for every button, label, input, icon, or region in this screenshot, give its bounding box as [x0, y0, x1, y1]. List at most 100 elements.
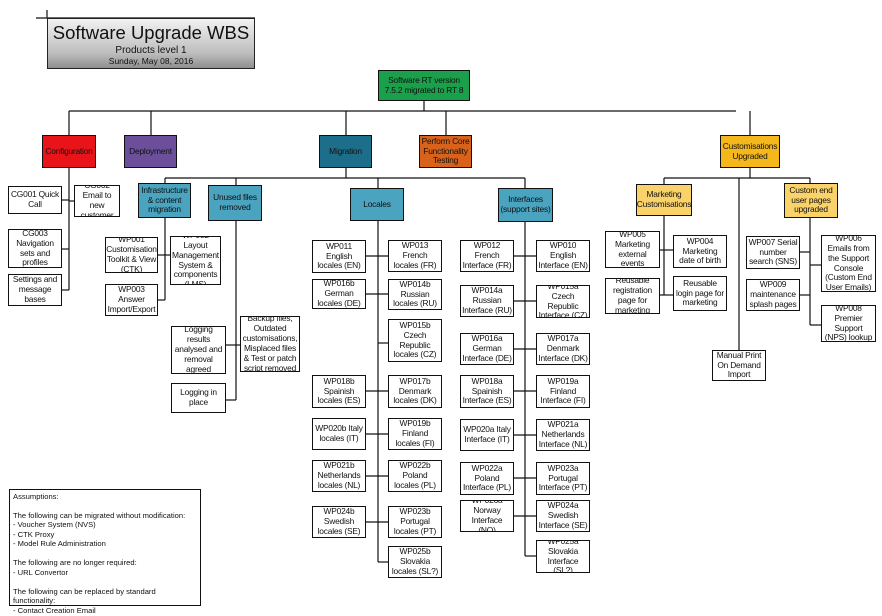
wbs-node-wp018a[interactable]: WP018a Spainish Interface (ES) — [460, 375, 514, 408]
wbs-node-label: Reusable registration page for marketing — [612, 278, 653, 314]
wbs-node-wp019b[interactable]: WP019b Finland locales (FI) — [388, 418, 442, 450]
wbs-node-cg001[interactable]: CG001 Quick Call — [8, 186, 62, 214]
wbs-node-wp019a[interactable]: WP019a Finland Interface (FI) — [536, 375, 590, 408]
wbs-node-label: CG002 Email to new customer — [80, 185, 114, 217]
title-block: Software Upgrade WBS Products level 1 Su… — [47, 18, 255, 69]
wbs-node-wp009[interactable]: WP009 maintenance splash pages — [746, 279, 800, 311]
wbs-node-wp004[interactable]: WP004 Marketing date of birth — [673, 235, 727, 268]
wbs-node-label: CG003 Navigation sets and profiles — [16, 229, 54, 268]
wbs-node-loginplace[interactable]: Logging in place — [171, 383, 226, 413]
wbs-node-label: WP019a Finland Interface (FI) — [540, 375, 586, 406]
wbs-node-wp001[interactable]: WP001 Customisation Toolkit & View (CTK) — [105, 237, 158, 273]
wbs-node-deployment[interactable]: Deployment — [124, 135, 177, 168]
wbs-node-label: WP009 maintenance splash pages — [749, 279, 797, 309]
wbs-node-logresults[interactable]: Logging results analysed and removal agr… — [171, 326, 226, 374]
wbs-node-wp021a[interactable]: WP021a Netherlands Interface (NL) — [536, 419, 590, 451]
wbs-node-label: Customisations Upgraded — [722, 140, 778, 161]
wbs-node-label: WP012 French Interface (FR) — [462, 240, 512, 270]
wbs-node-wp014a[interactable]: WP014a Russian Interface (RU) — [460, 285, 514, 317]
wbs-node-customend[interactable]: Custom end user pages upgraded — [784, 183, 838, 218]
wbs-node-label: Configuration — [45, 145, 93, 156]
wbs-node-reusereg[interactable]: Reusable registration page for marketing — [605, 278, 660, 314]
wbs-node-root[interactable]: Software RT version 7.5.2 migrated to RT… — [378, 70, 470, 101]
wbs-node-wp025a[interactable]: WP025a Slovakia Interface (SL?) — [536, 540, 590, 573]
wbs-node-wp021b[interactable]: WP021b Netherlands locales (NL) — [312, 460, 366, 492]
wbs-node-wp013[interactable]: WP013 French locales (FR) — [388, 240, 442, 272]
wbs-node-wp005[interactable]: WP005 Marketing external events — [605, 231, 660, 268]
wbs-node-wp016a[interactable]: WP016a German Interface (DE) — [460, 333, 514, 365]
wbs-node-wp011[interactable]: WP011 English locales (EN) — [312, 240, 366, 273]
wbs-node-wp015b[interactable]: WP015b Czech Republic locales (CZ) — [388, 319, 442, 362]
wbs-node-wp024a[interactable]: WP024a Swedish Interface (SE) — [536, 500, 590, 532]
wbs-node-wp023a[interactable]: WP023a Portugal Interface (PT) — [536, 462, 590, 495]
wbs-node-wp023b[interactable]: WP023b Portugal locales (PT) — [388, 506, 442, 538]
wbs-node-label: WP024a Swedish Interface (SE) — [538, 500, 588, 530]
wbs-node-cg003[interactable]: CG003 Navigation sets and profiles — [8, 229, 62, 268]
wbs-node-wp002[interactable]: WP002 Layout Management System & compone… — [170, 236, 221, 285]
wbs-node-locales[interactable]: Locales — [350, 188, 404, 221]
wbs-node-marketing[interactable]: Marketing Customisations — [636, 184, 692, 216]
wbs-node-wp017a[interactable]: WP017a Denmark Interface (DK) — [536, 333, 590, 365]
wbs-node-backup[interactable]: Backup files, Outdated customisations, M… — [240, 316, 300, 372]
wbs-node-wp016b[interactable]: WP016b German locales (DE) — [312, 279, 366, 309]
wbs-node-label: WP022b Poland locales (PL) — [394, 460, 436, 490]
wbs-node-label: WP016b German locales (DE) — [317, 279, 361, 308]
wbs-node-label: WP025a Slovakia Interface (SL?) — [547, 540, 579, 573]
wbs-node-label: WP024b Swedish locales (SE) — [317, 506, 361, 536]
wbs-node-wp022a[interactable]: WP022a Poland Interface (PL) — [460, 462, 514, 495]
wbs-node-label: Custom end user pages upgraded — [789, 184, 833, 215]
wbs-node-wp024b[interactable]: WP024b Swedish locales (SE) — [312, 506, 366, 538]
wbs-node-label: Software RT version 7.5.2 migrated to RT… — [384, 74, 464, 95]
wbs-node-customisations[interactable]: Customisations Upgraded — [720, 135, 780, 168]
diagram-title: Software Upgrade WBS — [52, 22, 250, 43]
wbs-node-wp003[interactable]: WP003 Answer Import/Export — [105, 284, 158, 316]
wbs-node-label: WP014b Russian locales (RU) — [393, 279, 437, 309]
wbs-node-testing[interactable]: Perform Core Functionality Testing — [419, 135, 472, 168]
wbs-node-reuselogin[interactable]: Reusable login page for marketing — [673, 276, 727, 311]
wbs-node-label: WP017b Denmark locales (DK) — [393, 375, 437, 406]
wbs-node-wp018b[interactable]: WP018b Spainish locales (ES) — [312, 375, 366, 408]
wbs-node-label: WP021b Netherlands locales (NL) — [317, 460, 361, 490]
wbs-node-cg002[interactable]: CG002 Email to new customer — [74, 185, 120, 217]
wbs-node-wp014b[interactable]: WP014b Russian locales (RU) — [388, 279, 442, 310]
wbs-node-migration[interactable]: Migration — [319, 135, 372, 168]
wbs-node-wp006[interactable]: WP006 Emails from the Support Console (C… — [821, 235, 876, 292]
wbs-node-label: Reusable login page for marketing — [676, 277, 724, 308]
wbs-node-wp020b[interactable]: WP020b Italy locales (IT) — [312, 418, 366, 450]
wbs-node-wp012[interactable]: WP012 French Interface (FR) — [460, 240, 514, 272]
wbs-node-unused[interactable]: Unused files removed — [208, 185, 262, 221]
wbs-node-label: WP023a Portugal Interface (PT) — [538, 462, 588, 493]
wbs-node-label: Interfaces (support sites) — [500, 194, 551, 214]
wbs-node-wp007[interactable]: WP007 Serial number search (SNS) — [746, 236, 800, 269]
wbs-node-label: WP003 Answer Import/Export — [107, 284, 156, 314]
wbs-node-configuration[interactable]: Configuration — [42, 135, 96, 168]
wbs-node-label: WP005 Marketing external events — [615, 231, 650, 268]
wbs-node-label: WP011 English locales (EN) — [317, 240, 361, 271]
wbs-node-wp026a[interactable]: WP026a Norway Interface (NO) — [460, 500, 514, 532]
wbs-node-label: Locales — [363, 198, 391, 209]
wbs-node-label: Unused files removed — [213, 192, 257, 212]
wbs-node-label: WP015a Czech Republic Interface (CZ) — [538, 285, 588, 318]
wbs-node-infra[interactable]: Infrastructure & content migration — [138, 183, 191, 218]
wbs-node-wp015a[interactable]: WP015a Czech Republic Interface (CZ) — [536, 285, 590, 318]
wbs-node-label: WP022a Poland Interface (PL) — [463, 462, 511, 493]
wbs-node-wp010[interactable]: WP010 English Interface (EN) — [536, 240, 590, 272]
wbs-node-wp025b[interactable]: WP025b Slovakia locales (SL?) — [388, 546, 442, 578]
wbs-node-label: WP014a Russian Interface (RU) — [462, 285, 512, 315]
wbs-node-label: Backup files, Outdated customisations, M… — [242, 316, 298, 372]
wbs-node-label: WP017a Denmark Interface (DK) — [538, 333, 588, 363]
wbs-node-label: WP008 Premier Support (NPS) lookup — [824, 305, 873, 342]
wbs-node-interfaces[interactable]: Interfaces (support sites) — [498, 188, 553, 222]
wbs-node-label: WP023b Portugal locales (PT) — [393, 506, 437, 536]
wbs-node-label: WP013 French locales (FR) — [393, 240, 437, 270]
wbs-node-wp022b[interactable]: WP022b Poland locales (PL) — [388, 460, 442, 492]
wbs-node-wp017b[interactable]: WP017b Denmark locales (DK) — [388, 375, 442, 408]
wbs-node-label: Deployment — [129, 145, 172, 156]
wbs-node-manualprint[interactable]: Manual Print On Demand Import — [712, 350, 766, 381]
wbs-node-label: CG001 Quick Call — [10, 189, 60, 209]
wbs-node-settings[interactable]: Settings and message bases — [8, 274, 62, 306]
wbs-node-wp008[interactable]: WP008 Premier Support (NPS) lookup — [821, 305, 876, 342]
wbs-node-wp020a[interactable]: WP020a Italy Interface (IT) — [460, 419, 514, 451]
